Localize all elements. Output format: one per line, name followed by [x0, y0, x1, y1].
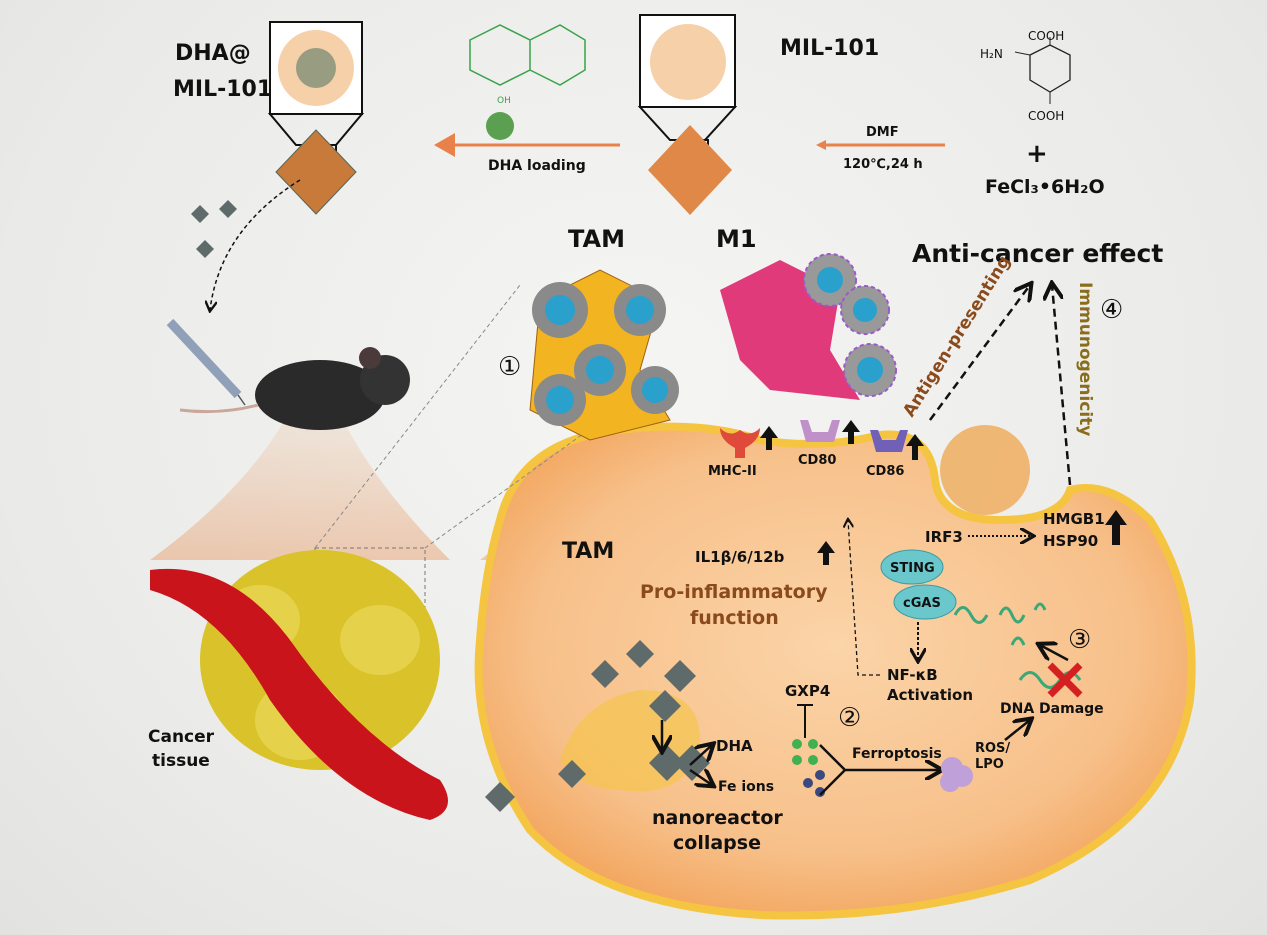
cd80-label: CD80	[798, 453, 836, 468]
plus-sign: +	[1026, 139, 1048, 169]
fe-ions-icon	[803, 770, 825, 797]
tam-cluster-label: TAM	[568, 225, 625, 253]
dha-label: DHA	[716, 737, 753, 755]
mil101-zoom	[637, 14, 738, 215]
ferroptosis-label: Ferroptosis	[852, 746, 942, 762]
function-label: function	[690, 607, 779, 629]
up-arrow-icons	[760, 420, 1127, 565]
dha-loading-label: DHA loading	[488, 158, 586, 174]
hmgb1-label: HMGB1	[1043, 510, 1105, 528]
cytokines-label: IL1β/6/12b	[695, 548, 785, 566]
pro-inflammatory-label: Pro-inflammatory	[640, 581, 828, 603]
dna-fragment-arrow	[1040, 645, 1069, 662]
antigen-presenting-label: Antigen-presenting	[899, 252, 1015, 420]
nfkb-label: NF-κB	[887, 666, 938, 684]
immunogenicity-arrow	[1052, 285, 1072, 486]
step-3-marker: ③	[1068, 625, 1091, 655]
cooh-bottom-label: COOH	[1028, 109, 1064, 123]
mhc-ii-label: MHC-II	[708, 464, 757, 479]
nanoparticle-icons	[191, 200, 237, 258]
amine-label: H₂N	[980, 47, 1003, 61]
fe-ions-label: Fe ions	[718, 779, 774, 795]
cooh-top-label: COOH	[1028, 29, 1064, 43]
immunogenicity-label: Immunogenicity	[1075, 282, 1095, 436]
lpo-label: LPO	[975, 757, 1004, 772]
step-1-marker: ①	[498, 352, 521, 382]
mil101-loaded-zoom	[267, 21, 365, 215]
nanoreactor-label: nanoreactor	[652, 807, 783, 829]
dha-release-arrow	[689, 745, 712, 766]
injection-arrow	[210, 179, 301, 310]
dha-mil101-title-2: MIL-101	[173, 77, 272, 102]
linker-molecule-icon	[1014, 37, 1071, 104]
sting-label: STING	[890, 561, 935, 576]
tam-cluster-icon	[529, 269, 679, 441]
dmf-label: DMF	[866, 125, 899, 140]
cancer-label: Cancer	[148, 727, 215, 747]
dha-mil101-title: DHA@	[175, 41, 251, 66]
anti-cancer-effect-label: Anti-cancer effect	[912, 239, 1163, 268]
step-2-marker: ②	[838, 703, 861, 733]
tam-cell-body	[474, 422, 1196, 920]
syringe-icon	[166, 318, 246, 406]
step-4-marker: ④	[1100, 295, 1123, 325]
nfkb-arrow	[848, 520, 880, 676]
iron-salt-label: FeCl₃•6H₂O	[985, 176, 1105, 198]
dha-oh-label: OH	[497, 96, 511, 106]
activation-label: Activation	[887, 686, 973, 704]
cd86-receptor-icon	[870, 430, 908, 452]
tam-cell-label: TAM	[562, 539, 614, 564]
membrane-fold	[940, 425, 1030, 515]
cd80-receptor-icon	[800, 420, 840, 442]
conditions-label: 120℃,24 h	[843, 157, 923, 172]
tissue-label: tissue	[152, 751, 210, 771]
light-beam	[150, 390, 450, 560]
dha-molecules-icon	[792, 739, 818, 765]
ros-label: ROS/	[975, 741, 1010, 756]
fe-release-arrow	[689, 770, 712, 785]
ferroptosis-arrow	[819, 744, 940, 796]
ros-dna-arrow	[1004, 720, 1030, 741]
hsp90-label: HSP90	[1043, 532, 1098, 550]
gxp4-label: GXP4	[785, 682, 830, 700]
irf3-label: IRF3	[925, 528, 963, 546]
cancer-tissue-icon	[150, 550, 448, 820]
cd86-label: CD86	[866, 464, 904, 479]
mhc-ii-receptor-icon	[720, 428, 760, 458]
antigen-arrow	[928, 285, 1030, 421]
m1-label: M1	[716, 225, 757, 253]
collapse-label: collapse	[673, 832, 761, 854]
cgas-icon	[893, 584, 957, 620]
sting-icon	[880, 549, 944, 585]
inhibition-icon	[797, 704, 813, 738]
dha-molecule-icon: OH	[469, 24, 586, 140]
dna-damage-label: DNA Damage	[1000, 701, 1104, 717]
mil101-title: MIL-101	[780, 36, 879, 61]
dna-damage-x-icon	[1047, 662, 1083, 698]
cgas-label: cGAS	[903, 596, 941, 611]
m1-macrophage-icon	[720, 253, 897, 400]
mouse-icon	[179, 347, 410, 430]
ros-lpo-icon	[940, 757, 973, 792]
